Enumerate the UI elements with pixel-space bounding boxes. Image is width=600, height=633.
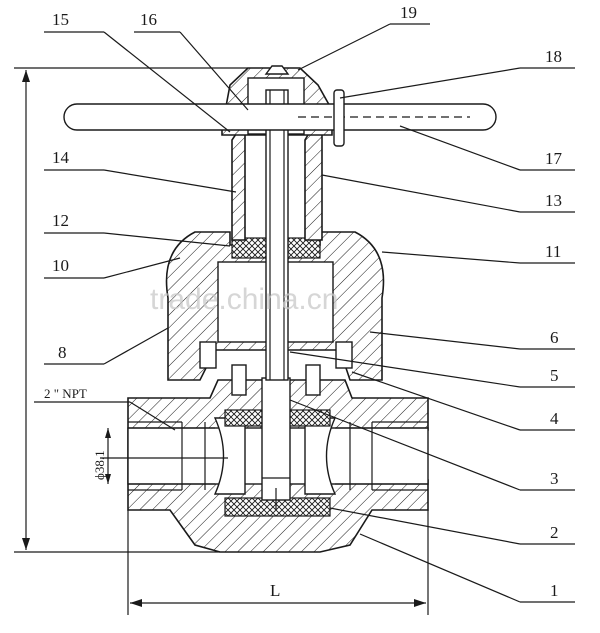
part-label-15: 15 — [52, 10, 69, 29]
part-label-19: 19 — [400, 3, 417, 22]
part-label-17: 17 — [545, 149, 563, 168]
part-label-14: 14 — [52, 148, 70, 167]
npt-callout: 2 " NPT — [34, 386, 176, 431]
part-label-11: 11 — [545, 242, 561, 261]
part-label-3: 3 — [550, 469, 559, 488]
npt-label: 2 " NPT — [44, 386, 87, 401]
seat-lower — [224, 497, 331, 517]
stem-nut — [264, 65, 290, 75]
part-label-2: 2 — [550, 523, 559, 542]
bore-dimension: ϕ38.1 — [92, 428, 228, 484]
npt-thread-left — [128, 421, 206, 491]
part-label-8: 8 — [58, 343, 67, 362]
height-dimension — [14, 67, 248, 553]
part-label-13: 13 — [545, 191, 562, 210]
part-label-5: 5 — [550, 366, 559, 385]
watermark: trade.china.cn — [150, 283, 339, 316]
handle — [63, 89, 497, 147]
part-label-18: 18 — [545, 47, 562, 66]
part-label-16: 16 — [140, 10, 157, 29]
bore-label: ϕ38.1 — [92, 450, 107, 480]
npt-thread-right — [349, 421, 428, 491]
part-label-6: 6 — [550, 328, 559, 347]
leaders — [44, 23, 575, 603]
part-label-12: 12 — [52, 211, 69, 230]
gate — [261, 377, 291, 501]
stem — [265, 89, 289, 381]
part-label-1: 1 — [550, 581, 559, 600]
length-label: L — [270, 581, 280, 600]
part-label-10: 10 — [52, 256, 69, 275]
part-label-4: 4 — [550, 409, 559, 428]
